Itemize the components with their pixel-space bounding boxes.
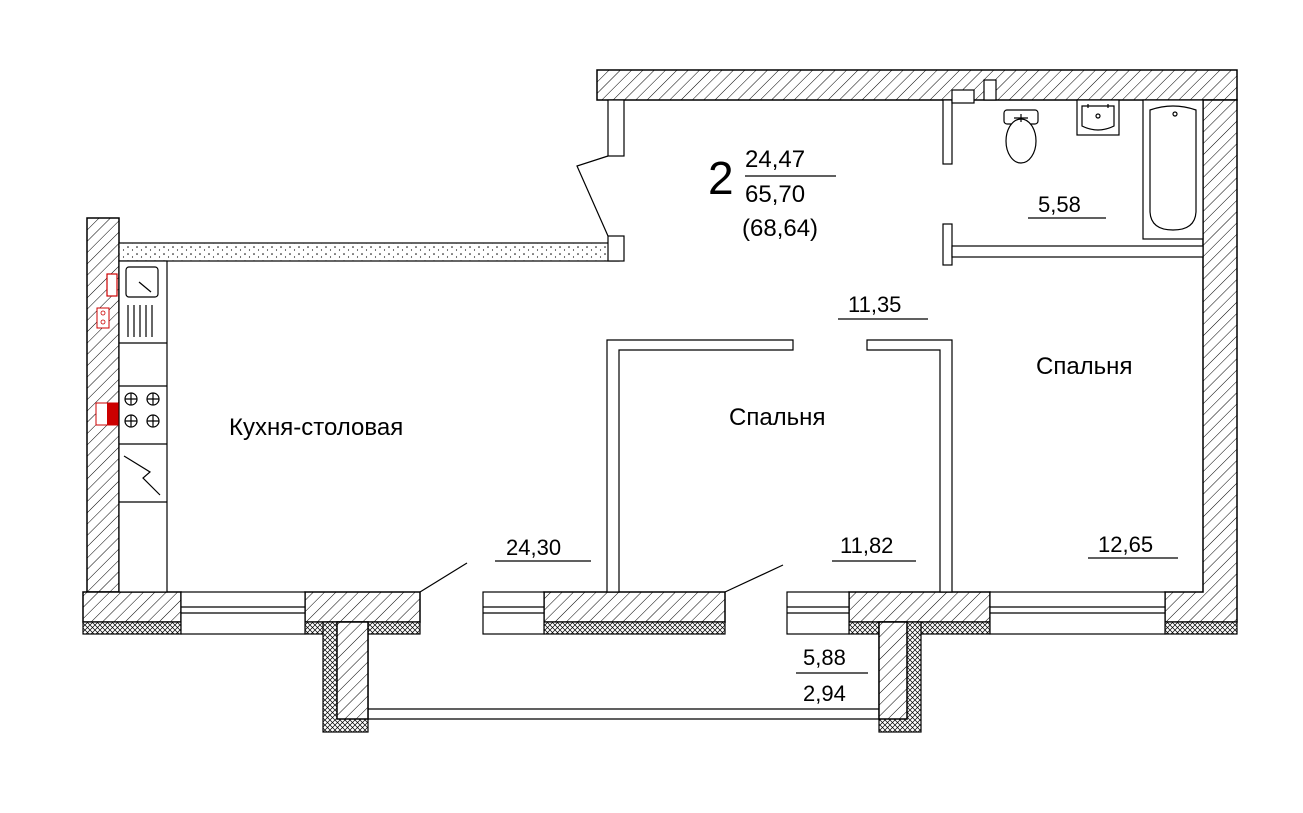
boiler-fill <box>107 403 118 425</box>
kitchen-area: 24,30 <box>506 535 561 560</box>
total-area: 65,70 <box>745 181 805 208</box>
window-1 <box>180 591 306 635</box>
stove-icon <box>124 392 160 428</box>
area-underlines <box>495 175 1178 674</box>
bathroom-area: 5,58 <box>1038 192 1081 217</box>
window-2 <box>482 591 545 635</box>
balcony-area-reduced: 2,94 <box>803 681 846 706</box>
window-3 <box>786 591 850 635</box>
kitchen-north-partition <box>118 242 620 262</box>
hallway-area: 11,35 <box>848 292 901 317</box>
balcony-area: 5,88 <box>803 645 846 670</box>
window-4 <box>989 591 1166 635</box>
bedroom-center-name: Спальня <box>729 404 825 431</box>
bedroom-right-name: Спальня <box>1036 353 1132 380</box>
bathtub-icon <box>1142 99 1204 240</box>
dish-rack-icon <box>127 305 153 337</box>
wall-bottom-pier-3 <box>848 591 991 623</box>
meter-icon <box>96 307 110 329</box>
balcony-door-leaf-2 <box>724 564 784 593</box>
bedroom-right-area: 12,65 <box>1098 532 1153 557</box>
living-area: 24,47 <box>745 146 805 173</box>
insulation-5 <box>1164 621 1238 635</box>
wall-bottom-left <box>82 591 182 623</box>
exterior-walls <box>82 69 1238 635</box>
wall-top <box>596 69 1238 101</box>
kitchen-equipment <box>95 260 168 593</box>
gas-meter-icon <box>106 273 118 297</box>
entrance-jamb <box>607 99 625 157</box>
bathroom-fixtures <box>1003 99 1204 240</box>
kitchen-counter <box>118 260 168 593</box>
sink-icon <box>125 266 159 298</box>
insulation-1 <box>82 621 182 635</box>
entrance-door <box>576 155 609 237</box>
rooms-count: 2 <box>708 152 734 204</box>
toilet-icon <box>1003 109 1039 164</box>
wall-bottom-pier-1 <box>304 591 421 623</box>
kitchen-name: Кухня-столовая <box>229 414 403 441</box>
washbasin-icon <box>1076 99 1120 136</box>
windows <box>180 591 1166 635</box>
insulation-3 <box>543 621 726 635</box>
total-area-with-balcony: (68,64) <box>742 215 818 242</box>
refrigerator-icon <box>123 455 161 496</box>
balcony-door-leaf-1 <box>419 562 468 593</box>
bedroom-center-area: 11,82 <box>840 533 893 558</box>
interior-walls <box>118 79 1204 593</box>
wall-bottom-pier-2 <box>543 591 726 623</box>
balcony <box>322 621 922 733</box>
